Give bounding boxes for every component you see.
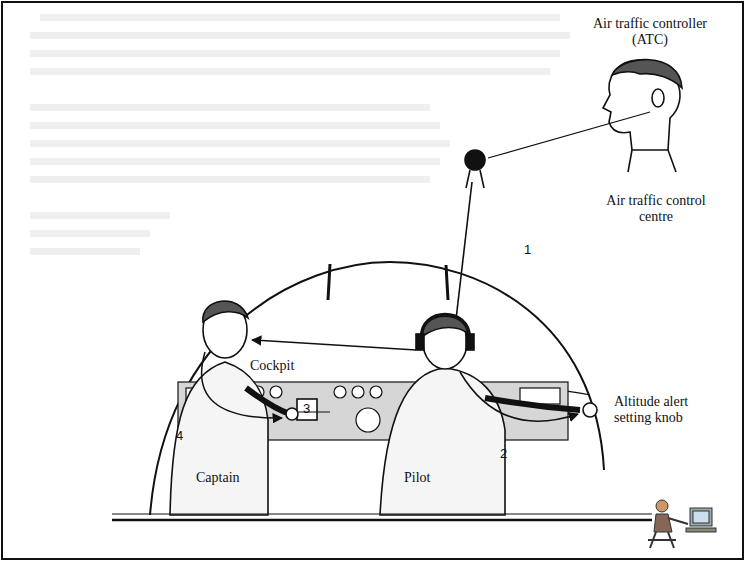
faded-text — [30, 14, 570, 255]
part-label: Air traffic control centre — [600, 193, 712, 225]
atc-figure — [465, 60, 682, 188]
part-label: Air traffic controller (ATC) — [575, 16, 725, 48]
pilot-figure — [380, 314, 597, 515]
callout-number: 4 — [176, 428, 183, 444]
callout-number: 2 — [500, 446, 507, 462]
computer-user-clipart — [648, 500, 716, 548]
cockpit-canopy — [150, 262, 604, 515]
part-label: Pilot — [404, 470, 430, 486]
callout-number: 3 — [303, 401, 310, 417]
part-label: Captain — [196, 470, 240, 486]
callout-number: 1 — [524, 242, 531, 258]
flow-lines — [202, 340, 578, 421]
captain-figure — [170, 301, 298, 515]
part-label: Altitude alert setting knob — [614, 394, 718, 426]
part-label: Cockpit — [250, 358, 294, 374]
